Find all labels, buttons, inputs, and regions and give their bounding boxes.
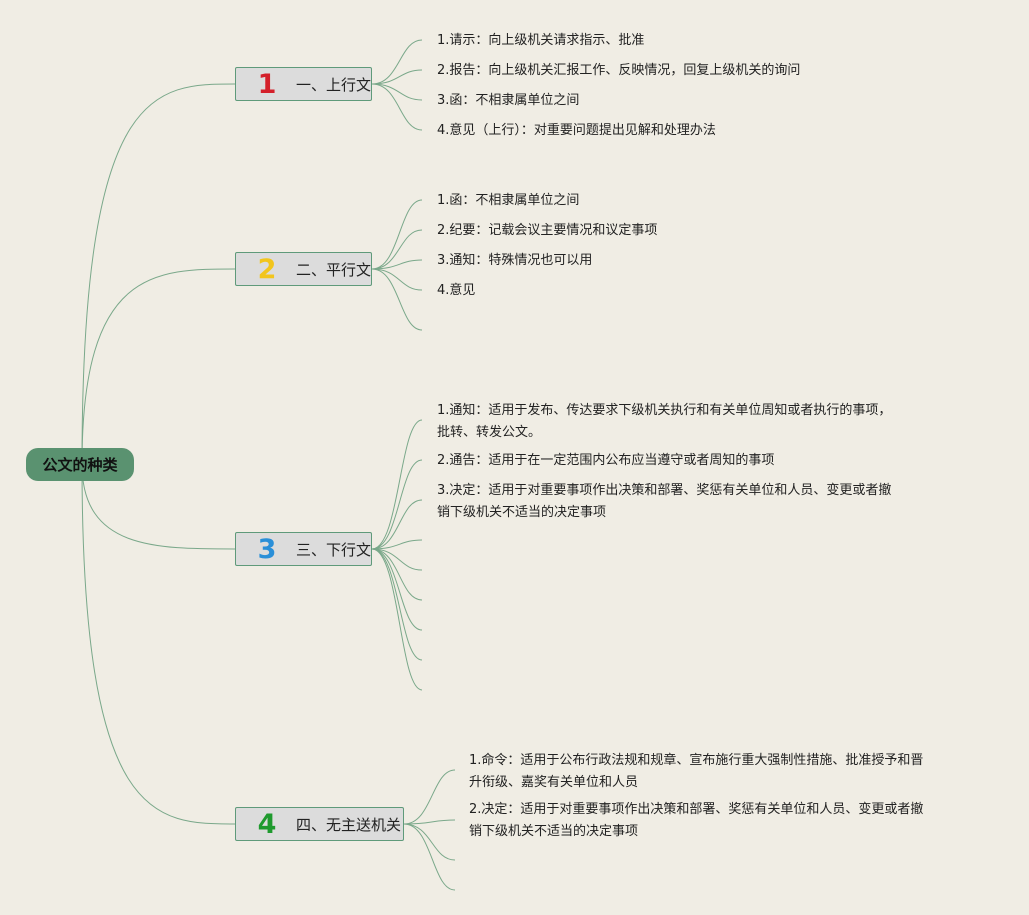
number-2-icon: 2 — [257, 253, 277, 285]
leaf-connector-4-1 — [403, 769, 456, 825]
leaf-parallel-2[interactable]: 2.纪要：记载会议主要情况和议定事项 — [437, 223, 658, 238]
leaf-connector-3-5 — [371, 548, 423, 571]
root-connector-1 — [81, 83, 236, 465]
leaf-parallel-3[interactable]: 3.通知：特殊情况也可以用 — [437, 253, 593, 268]
branch-label: 四、无主送机关 — [296, 815, 402, 834]
leaf-connector-4-4 — [403, 823, 456, 891]
root-node[interactable]: 公文的种类 — [26, 448, 134, 481]
leaf-connector-1-1 — [371, 39, 423, 85]
leaf-connector-2-3 — [371, 259, 423, 270]
leaf-connector-4-2 — [403, 819, 456, 825]
leaf-downward-1[interactable]: 1.通知：适用于发布、传达要求下级机关执行和有关单位周知或者执行的事项， 批转、… — [437, 403, 892, 440]
branch-label: 三、下行文 — [296, 540, 372, 559]
leaf-connector-1-2 — [371, 69, 423, 85]
number-3-icon: 3 — [257, 533, 277, 565]
leaf-connector-3-7 — [371, 548, 423, 631]
leaf-connector-3-3 — [371, 499, 423, 550]
branch-label: 一、上行文 — [296, 75, 372, 94]
branch-parallel[interactable]: 2 二、平行文 — [235, 252, 372, 286]
leaf-connector-4-3 — [403, 823, 456, 861]
leaf-no-recipient-2[interactable]: 2.决定：适用于对重要事项作出决策和部署、奖惩有关单位和人员、变更或者撤 销下级… — [469, 802, 924, 839]
leaf-upward-4[interactable]: 4.意见（上行）：对重要问题提出见解和处理办法 — [437, 123, 716, 138]
leaf-upward-2[interactable]: 2.报告：向上级机关汇报工作、反映情况，回复上级机关的询问 — [437, 63, 801, 78]
leaf-connector-3-2 — [371, 459, 423, 550]
root-connector-2 — [81, 268, 236, 465]
leaf-connector-2-5 — [371, 268, 423, 331]
leaf-connector-3-4 — [371, 539, 423, 550]
leaf-parallel-4[interactable]: 4.意见 — [437, 283, 476, 298]
leaf-upward-3[interactable]: 3.函：不相隶属单位之间 — [437, 93, 580, 108]
leaf-connector-1-4 — [371, 83, 423, 131]
root-connector-3 — [81, 463, 236, 550]
leaf-connector-3-6 — [371, 548, 423, 601]
branch-no-recipient[interactable]: 4 四、无主送机关 — [235, 807, 404, 841]
leaf-downward-3[interactable]: 3.决定：适用于对重要事项作出决策和部署、奖惩有关单位和人员、变更或者撤 销下级… — [437, 483, 892, 520]
number-1-icon: 1 — [257, 68, 277, 100]
number-4-icon: 4 — [257, 808, 277, 840]
leaf-connector-2-1 — [371, 199, 423, 270]
root-label: 公文的种类 — [42, 456, 118, 474]
leaf-connector-1-3 — [371, 83, 423, 101]
branch-label: 二、平行文 — [296, 260, 372, 279]
leaf-parallel-1[interactable]: 1.函：不相隶属单位之间 — [437, 193, 580, 208]
branch-downward[interactable]: 3 三、下行文 — [235, 532, 372, 566]
leaf-connector-3-1 — [371, 419, 423, 550]
leaf-connector-2-4 — [371, 268, 423, 291]
branch-upward[interactable]: 1 一、上行文 — [235, 67, 372, 101]
root-connector-4 — [81, 463, 236, 825]
leaf-upward-1[interactable]: 1.请示：向上级机关请求指示、批准 — [437, 33, 645, 48]
leaf-downward-2[interactable]: 2.通告：适用于在一定范围内公布应当遵守或者周知的事项 — [437, 453, 775, 468]
leaf-connector-3-8 — [371, 548, 423, 661]
leaf-connector-3-9 — [371, 548, 423, 691]
leaf-connector-2-2 — [371, 229, 423, 270]
leaf-no-recipient-1[interactable]: 1.命令：适用于公布行政法规和规章、宣布施行重大强制性措施、批准授予和晋 升衔级… — [469, 753, 924, 790]
